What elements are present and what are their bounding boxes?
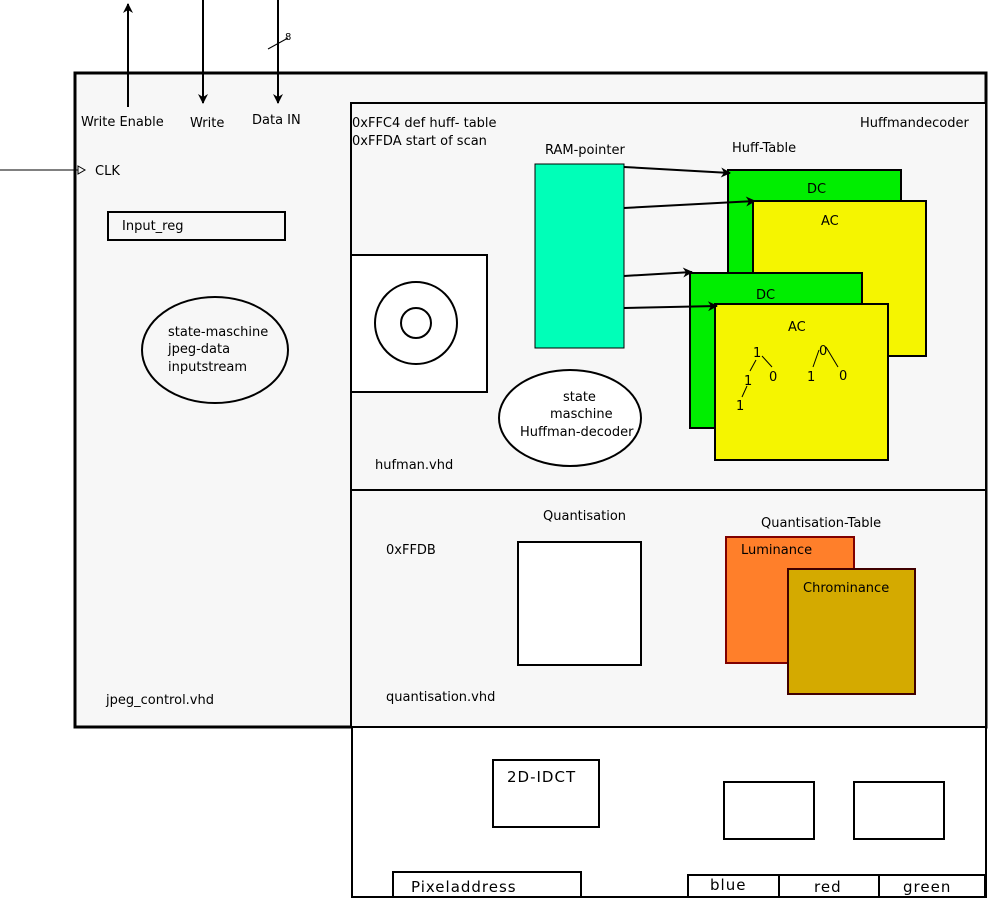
clk-triangle-icon bbox=[77, 165, 87, 175]
output-buffer-2 bbox=[853, 781, 945, 840]
luminance-label: Luminance bbox=[741, 543, 812, 558]
clk-label: CLK bbox=[95, 164, 120, 179]
ram-arrow-2 bbox=[623, 196, 756, 209]
tree-left-zero: 0 bbox=[769, 370, 777, 385]
huffman-tree-left: 1 0 1 1 bbox=[736, 346, 777, 414]
input-reg-label: Input_reg bbox=[122, 219, 183, 234]
ac-table-2-label: AC bbox=[788, 320, 806, 335]
memory-box bbox=[350, 254, 488, 393]
quant-file-label: quantisation.vhd bbox=[386, 690, 495, 705]
huffman-state-machine bbox=[498, 369, 642, 467]
huffman-file-label: hufman.vhd bbox=[375, 458, 453, 473]
tree-left-leaf: 1 bbox=[736, 399, 744, 414]
tree-right-root: 0 bbox=[819, 344, 827, 359]
chrominance-label: Chrominance bbox=[803, 581, 889, 596]
control-state-machine bbox=[141, 296, 289, 404]
ram-pointer-label: RAM-pointer bbox=[545, 143, 625, 158]
bus-width-label: 8 bbox=[285, 32, 291, 43]
control-file-label: jpeg_control.vhd bbox=[105, 693, 214, 708]
tree-right-one: 1 bbox=[807, 370, 815, 385]
ram-pointer-block bbox=[534, 163, 625, 349]
input-reg-box bbox=[107, 211, 286, 241]
huffman-marker-1: 0xFFC4 def huff- table bbox=[352, 116, 497, 131]
idct-label: 2D-IDCT bbox=[507, 768, 576, 786]
green-box bbox=[878, 874, 986, 898]
write-label: Write bbox=[190, 116, 224, 131]
disk-hole-icon bbox=[400, 307, 432, 339]
huffman-title: Huffmandecoder bbox=[860, 116, 969, 131]
write-enable-label: Write Enable bbox=[81, 115, 164, 130]
disk-icon bbox=[374, 281, 458, 365]
ac-table-1-label: AC bbox=[821, 214, 839, 229]
output-buffer-1 bbox=[723, 781, 815, 840]
control-sm-line-3: inputstream bbox=[168, 360, 247, 375]
control-sm-line-1: state-maschine bbox=[168, 325, 268, 340]
quant-title: Quantisation bbox=[543, 509, 626, 524]
blue-label: blue bbox=[710, 876, 746, 894]
quant-block bbox=[517, 541, 642, 666]
tree-left-root: 1 bbox=[753, 346, 761, 361]
quant-table-title: Quantisation-Table bbox=[761, 516, 881, 531]
ram-arrow-1 bbox=[623, 166, 731, 178]
quant-marker: 0xFFDB bbox=[386, 543, 436, 558]
pixeladdress-box bbox=[392, 871, 582, 898]
green-label: green bbox=[903, 878, 951, 896]
huffman-sm-line-2: maschine bbox=[550, 407, 613, 422]
data-in-label: Data IN bbox=[252, 113, 301, 128]
idct-block bbox=[492, 759, 600, 828]
dc-table-1-label: DC bbox=[807, 182, 826, 197]
huff-table-label: Huff-Table bbox=[732, 141, 796, 156]
tree-right-zero: 0 bbox=[839, 369, 847, 384]
chrominance-table bbox=[787, 568, 916, 695]
control-sm-line-2: jpeg-data bbox=[167, 342, 230, 357]
dc-table-2-label: DC bbox=[756, 288, 775, 303]
huffman-tree-right: 0 1 0 bbox=[807, 344, 847, 385]
pixeladdress-label: Pixeladdress bbox=[411, 878, 517, 896]
huffman-sm-line-1: state bbox=[563, 390, 596, 405]
ram-arrow-4 bbox=[623, 301, 718, 312]
huffman-sm-line-3: Huffman-decoder bbox=[520, 425, 634, 440]
ram-arrow-3 bbox=[623, 267, 693, 278]
bus-width-slash bbox=[267, 37, 289, 50]
red-label: red bbox=[814, 878, 842, 896]
tree-left-one: 1 bbox=[744, 374, 752, 389]
huffman-marker-2: 0xFFDA start of scan bbox=[352, 134, 487, 149]
ac-table-2 bbox=[714, 303, 889, 461]
